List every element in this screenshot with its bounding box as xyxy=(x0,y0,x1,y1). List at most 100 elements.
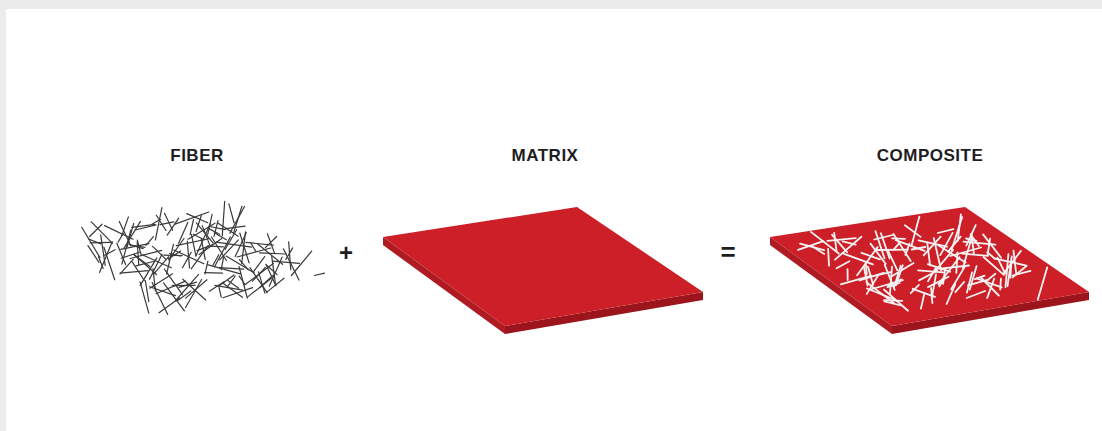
fiber-strand xyxy=(176,239,210,246)
fiber-strand xyxy=(1038,267,1047,299)
top-band xyxy=(0,0,1102,9)
fiber-strand xyxy=(890,267,892,294)
fiber-strand xyxy=(884,290,908,311)
fiber-strand xyxy=(956,252,957,273)
fiber-strand xyxy=(124,221,141,248)
fiber-strand xyxy=(866,263,867,274)
fiber-strand xyxy=(995,259,1025,266)
fiber-strand xyxy=(239,267,247,299)
fiber-strand xyxy=(938,229,954,233)
fiber-strand xyxy=(955,282,964,292)
fiber-strand xyxy=(121,252,139,258)
fiber-strand xyxy=(834,233,836,251)
fiber-strand xyxy=(286,248,293,260)
fiber-strand xyxy=(958,214,961,241)
fiber-strand xyxy=(156,215,166,230)
fiber-strand xyxy=(967,291,985,298)
fiber-strand xyxy=(239,260,248,270)
composite-sheet xyxy=(770,207,1089,334)
fiber-strand xyxy=(258,244,283,264)
fiber-strand xyxy=(153,269,155,291)
fiber-strand xyxy=(862,253,880,260)
fiber-strand xyxy=(251,243,256,252)
fiber-strand xyxy=(214,233,226,240)
fiber-strand xyxy=(191,246,208,269)
matrix-sheet xyxy=(383,207,703,334)
fiber-strand xyxy=(99,257,104,269)
fiber-strand xyxy=(857,247,878,275)
part-label: FIBER xyxy=(170,146,224,166)
fiber-strand xyxy=(269,257,282,286)
fiber-strand xyxy=(187,241,189,268)
fiber-strand xyxy=(811,232,839,254)
fiber-strand xyxy=(999,279,1002,290)
fiber-strand xyxy=(912,247,926,250)
fiber-strand xyxy=(947,284,956,304)
fiber-strand xyxy=(215,285,243,290)
fiber-strand xyxy=(229,204,234,223)
fiber-strand xyxy=(283,249,299,280)
fiber-strand xyxy=(260,253,287,254)
fiber-strand xyxy=(220,240,239,260)
fiber-strand xyxy=(827,238,856,241)
fiber-strand xyxy=(100,242,113,273)
fiber-strand xyxy=(892,237,905,239)
fiber-strand xyxy=(186,280,202,308)
fiber-strand xyxy=(222,201,224,235)
fiber-strand xyxy=(90,242,111,244)
fiber-strand xyxy=(230,207,245,234)
fiber-strand xyxy=(1006,254,1009,287)
fiber-strand xyxy=(219,287,221,297)
fiber-strand xyxy=(145,281,149,302)
fiber-strand xyxy=(237,248,271,257)
fiber-strand xyxy=(188,223,215,239)
fiber-strand xyxy=(179,282,197,287)
fiber-strand xyxy=(927,243,930,266)
fiber-strand xyxy=(205,261,208,274)
fiber-strand xyxy=(142,255,171,268)
fiber-strand xyxy=(918,270,943,272)
fiber-strand xyxy=(812,246,824,254)
fiber-strand xyxy=(210,246,224,248)
fiber-strand xyxy=(221,258,223,270)
left-band xyxy=(0,0,6,431)
fiber-strand xyxy=(240,233,249,263)
fiber-strand xyxy=(223,288,253,298)
fiber-strand xyxy=(847,269,849,280)
fiber-strand xyxy=(153,246,166,259)
fiber-strand xyxy=(225,226,245,229)
fiber-strand xyxy=(132,262,144,281)
fiber-strand xyxy=(860,273,884,281)
fiber-strand xyxy=(871,244,886,264)
fiber-strand xyxy=(179,222,188,243)
fiber-strand xyxy=(891,263,913,277)
fiber-strand xyxy=(921,294,924,309)
fiber-strand xyxy=(82,227,100,257)
fiber-strand xyxy=(167,244,174,274)
composite-top xyxy=(770,207,1089,326)
fiber-strand xyxy=(159,298,180,313)
fiber-strand xyxy=(105,226,133,240)
fiber-strand xyxy=(175,212,209,224)
fiber-strand xyxy=(951,266,965,289)
fiber-strand xyxy=(841,276,872,285)
fiber-strand xyxy=(874,235,893,240)
fiber-strand xyxy=(315,273,325,275)
fiber-strand xyxy=(963,239,971,268)
fiber-strand xyxy=(193,234,204,240)
fiber-strand xyxy=(983,234,1001,257)
fiber-strand xyxy=(228,281,239,289)
fiber-strand xyxy=(104,247,115,280)
fiber-strand xyxy=(894,234,911,261)
fiber-strand xyxy=(167,218,179,235)
fiber-strand xyxy=(130,250,162,258)
fiber-strand xyxy=(919,240,948,246)
fiber-strand xyxy=(253,257,265,273)
composite-fibers xyxy=(798,214,1047,310)
fiber-strand xyxy=(905,225,921,237)
fiber-strand xyxy=(223,283,242,297)
fiber-strand xyxy=(888,251,897,270)
fiber-strand xyxy=(928,277,949,287)
part-label: COMPOSITE xyxy=(877,146,984,166)
fiber-strand xyxy=(208,214,213,234)
